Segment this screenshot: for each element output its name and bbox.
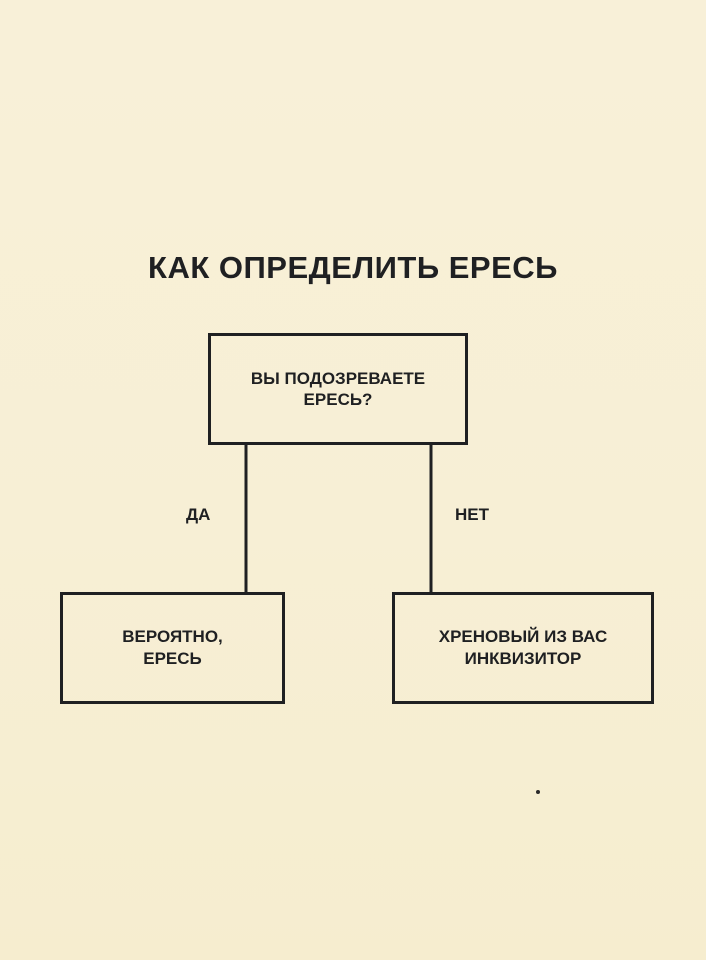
yes-outcome-line-1: ВЕРОЯТНО, <box>122 627 223 646</box>
question-box: ВЫ ПОДОЗРЕВАЕТЕ ЕРЕСЬ? <box>208 333 468 445</box>
no-outcome-box: ХРЕНОВЫЙ ИЗ ВАС ИНКВИЗИТОР <box>392 592 654 704</box>
question-line-2: ЕРЕСЬ? <box>303 390 373 409</box>
stray-dot <box>536 790 540 794</box>
no-outcome-line-2: ИНКВИЗИТОР <box>464 649 582 668</box>
yes-branch-label: ДА <box>186 505 211 524</box>
yes-outcome-box: ВЕРОЯТНО, ЕРЕСЬ <box>60 592 285 704</box>
yes-outcome-line-2: ЕРЕСЬ <box>143 649 202 668</box>
question-line-1: ВЫ ПОДОЗРЕВАЕТЕ <box>250 369 426 388</box>
no-outcome-line-1: ХРЕНОВЫЙ ИЗ ВАС <box>438 627 608 646</box>
diagram-title: КАК ОПРЕДЕЛИТЬ ЕРЕСЬ <box>148 250 558 285</box>
no-branch-label: НЕТ <box>455 505 489 524</box>
